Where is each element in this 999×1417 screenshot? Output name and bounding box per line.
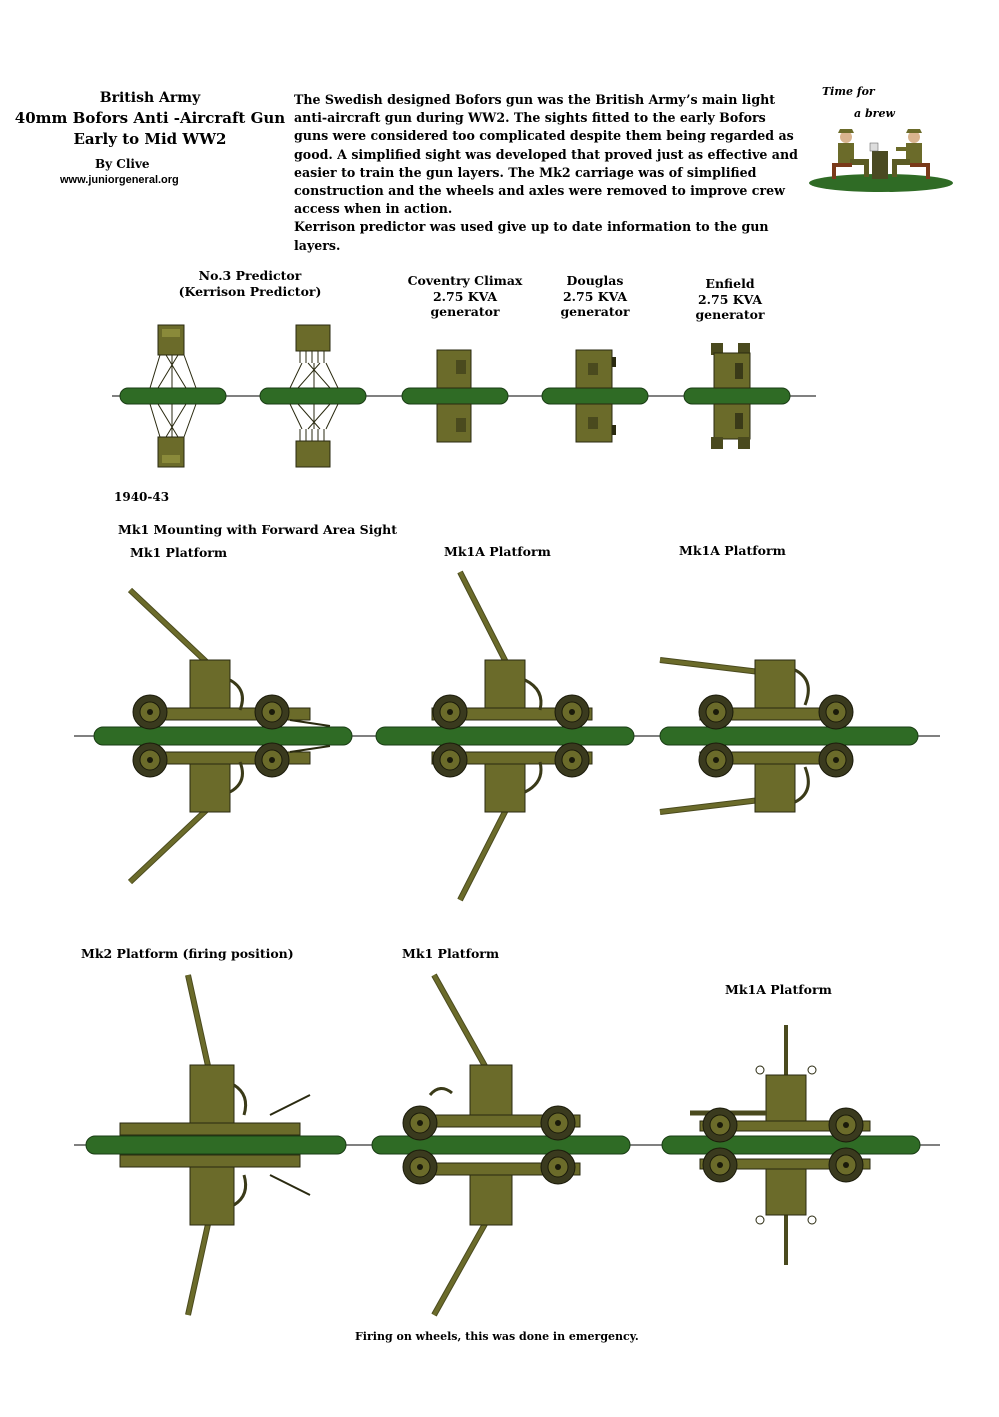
description-para-1: The Swedish designed Bofors gun was the … <box>294 92 798 217</box>
douglas-base <box>541 387 649 405</box>
predictor-1-icon <box>149 324 197 468</box>
brew-logo: Time for a brew <box>806 85 956 195</box>
bofors-mk2-platform-firing <box>85 974 347 1316</box>
site-url: www.juniorgeneral.org <box>60 174 179 186</box>
douglas-generator-icon <box>575 349 616 443</box>
description: The Swedish designed Bofors gun was the … <box>294 91 799 255</box>
enfield-label: Enfield 2.75 KVA generator <box>680 276 780 323</box>
coventry-generator-icon <box>436 349 472 443</box>
coventry-label-line-2: 2.75 KVA <box>432 288 498 304</box>
enfield-generator-icon <box>711 343 751 449</box>
predictor-label-line-1: No.3 Predictor <box>198 268 302 283</box>
douglas-label-line-2: 2.75 KVA <box>562 288 628 304</box>
gun-row-2 <box>74 973 940 1317</box>
predictor-base-1 <box>119 387 227 405</box>
row1-label-2: Mk1A Platform <box>444 544 551 559</box>
predictor-2-icon <box>289 324 339 468</box>
predictor-label-line-2: (Kerrison Predictor) <box>178 283 322 299</box>
enfield-label-line-3: generator <box>695 307 765 322</box>
title-line-2: 40mm Bofors Anti -Aircraft Gun <box>14 109 286 127</box>
bofors-mk1a-platform-1 <box>375 570 635 902</box>
period-label: 1940-43 <box>114 490 170 504</box>
coventry-label-line-1: Coventry Climax <box>407 273 523 288</box>
row2-label-1: Mk2 Platform (firing position) <box>81 946 294 961</box>
equipment-row <box>112 324 816 468</box>
bofors-mk1a-platform-2 <box>659 657 919 815</box>
bofors-mk1a-platform-3 <box>661 1025 921 1265</box>
soldiers-tea-icon <box>809 129 953 192</box>
row1-label-3: Mk1A Platform <box>679 543 786 558</box>
bofors-mk1-platform-2 <box>371 973 631 1317</box>
bofors-mk1-platform-1 <box>93 587 353 885</box>
coventry-base <box>401 387 509 405</box>
coventry-label-line-3: generator <box>430 304 500 319</box>
gun-row-1 <box>74 570 940 902</box>
logo-line-2: a brew <box>854 107 895 120</box>
douglas-label-line-3: generator <box>560 304 630 319</box>
enfield-base <box>683 387 791 405</box>
title-block: British Army 40mm Bofors Anti -Aircraft … <box>0 90 300 148</box>
row2-label-2: Mk1 Platform <box>402 946 500 961</box>
footnote: Firing on wheels, this was done in emerg… <box>355 1330 639 1343</box>
enfield-label-line-1: Enfield <box>705 276 755 291</box>
section-title: Mk1 Mounting with Forward Area Sight <box>118 522 398 537</box>
title-line-3: Early to Mid WW2 <box>73 130 227 148</box>
douglas-label-line-1: Douglas <box>566 273 624 288</box>
description-para-2: Kerrison predictor was used give up to d… <box>294 219 769 253</box>
predictor-base-2 <box>259 387 367 405</box>
douglas-label: Douglas 2.75 KVA generator <box>540 273 650 320</box>
title-line-1: British Army <box>99 90 201 106</box>
logo-line-1: Time for <box>822 85 875 98</box>
author: By Clive <box>95 157 150 171</box>
predictor-label: No.3 Predictor (Kerrison Predictor) <box>150 268 350 299</box>
coventry-label: Coventry Climax 2.75 KVA generator <box>395 273 535 320</box>
row1-label-1: Mk1 Platform <box>130 545 228 560</box>
enfield-label-line-2: 2.75 KVA <box>697 291 763 307</box>
row2-label-3: Mk1A Platform <box>725 982 832 997</box>
